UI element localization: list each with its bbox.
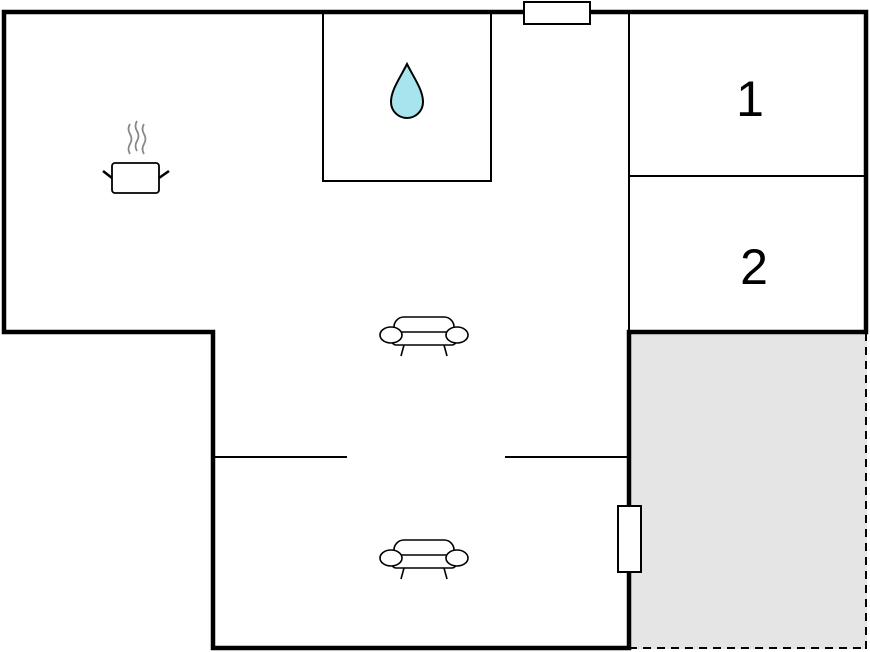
sofa-icon [379,539,469,580]
room-label-1: 1 [736,71,764,127]
water-drop-icon [389,61,425,119]
terrace-area [629,333,867,649]
window-top [523,1,591,25]
cooking-pot-icon [102,120,170,194]
bathroom-wall [322,12,492,182]
room-label-2: 2 [740,239,768,295]
window-right [617,505,642,573]
sofa-icon [379,316,469,357]
